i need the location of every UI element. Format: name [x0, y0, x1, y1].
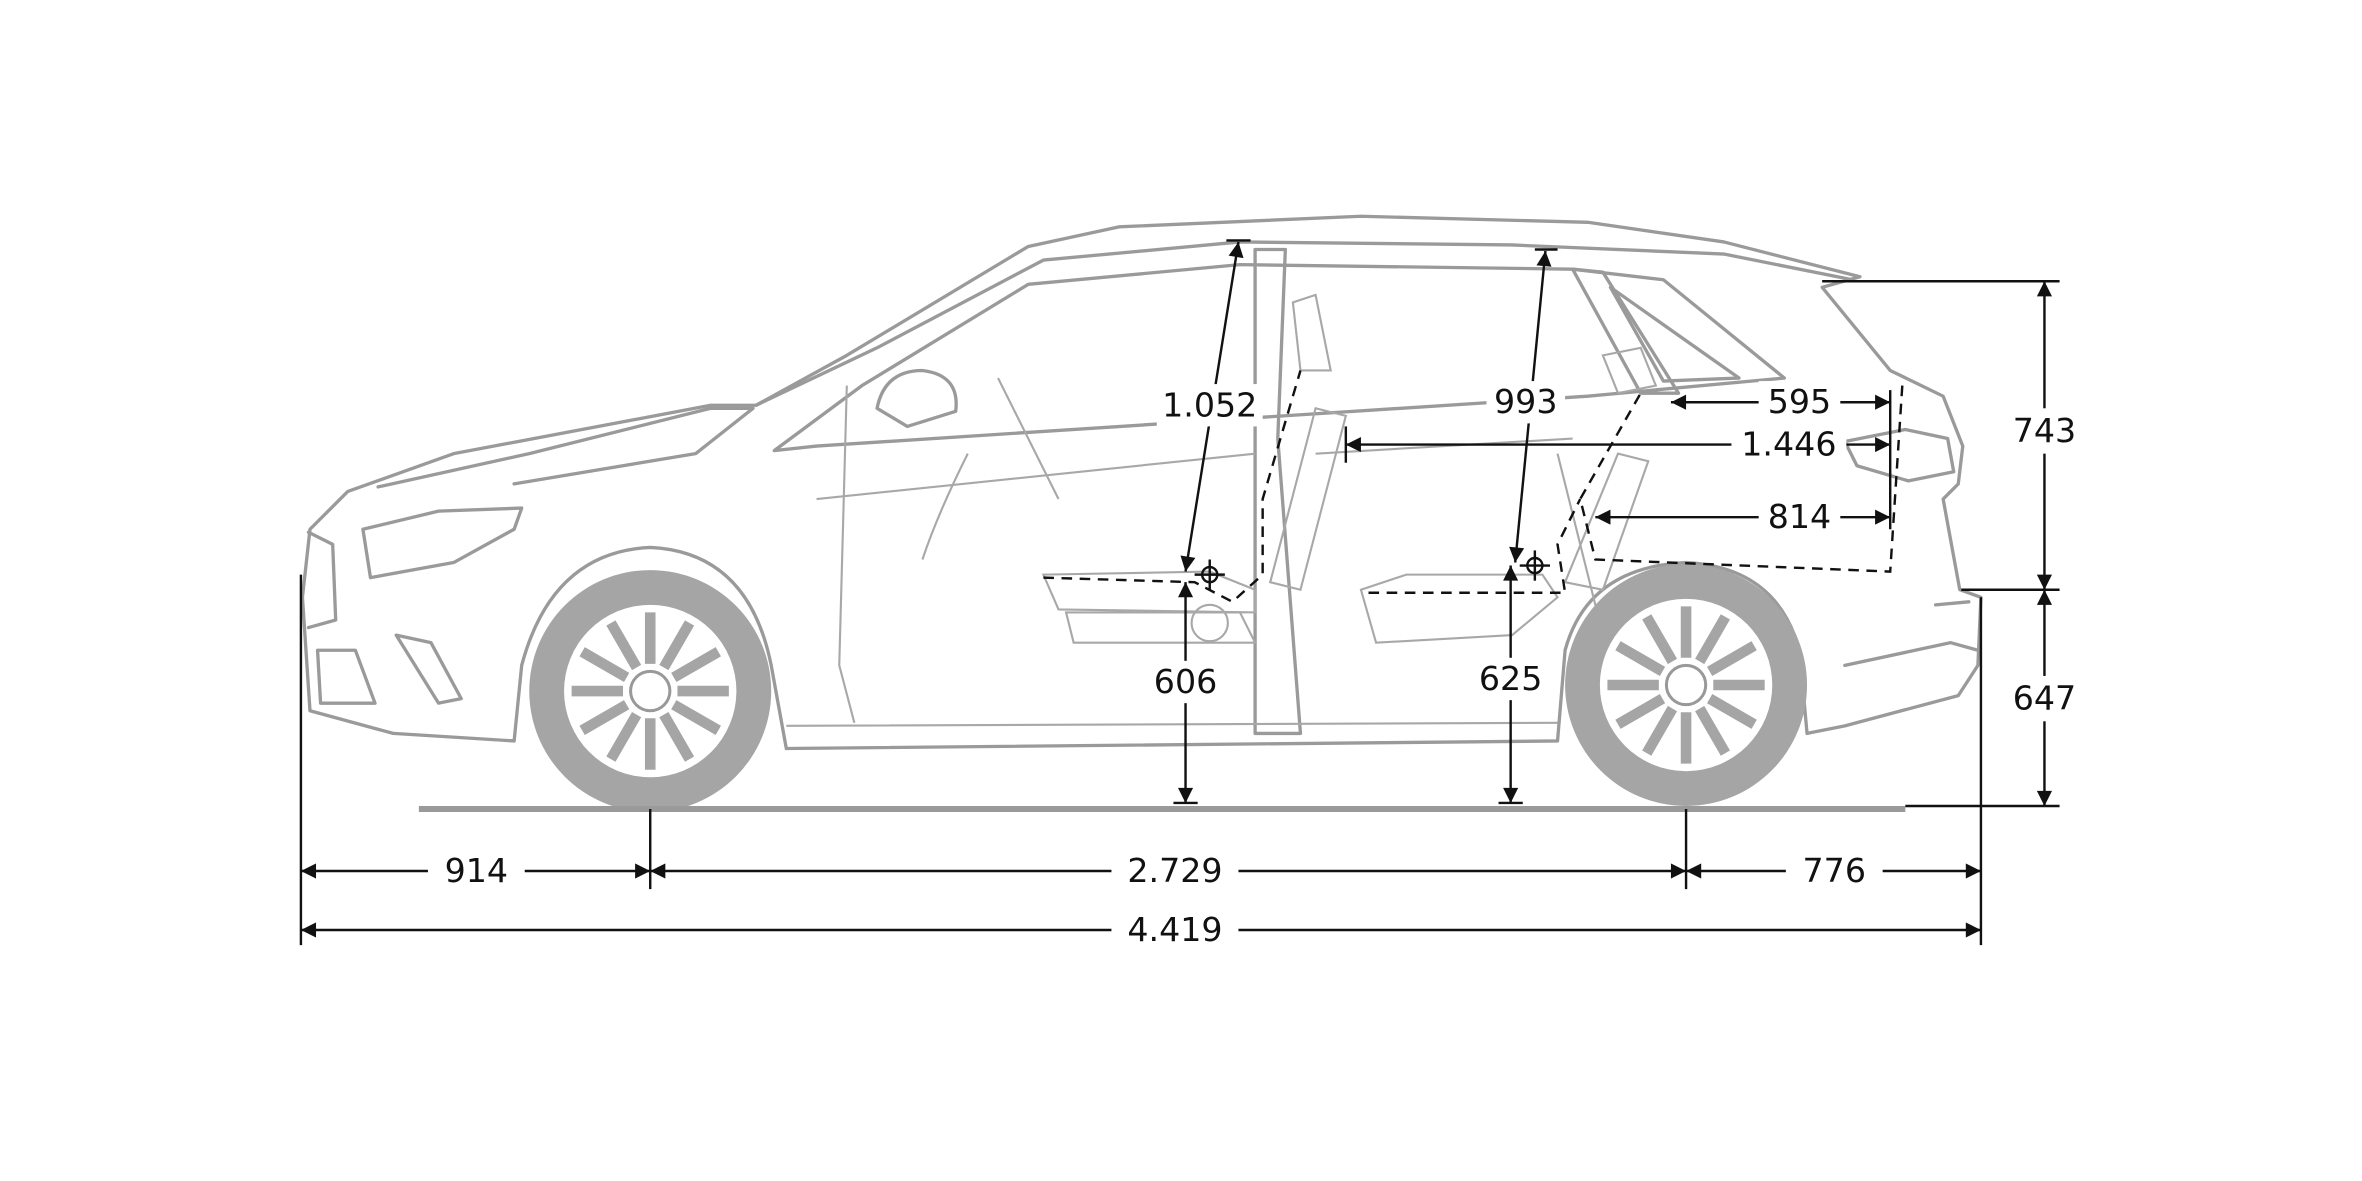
fog-light	[315, 633, 463, 705]
rear-seat-height-label: 625	[1479, 659, 1542, 698]
extension-lines	[299, 239, 2060, 946]
loading-sill-height-label: 647	[2013, 679, 2076, 718]
taillight	[1843, 427, 1956, 483]
cargo-length-folded-label: 1.446	[1741, 425, 1836, 464]
steering-wheel	[921, 377, 1060, 560]
rear-window	[1608, 285, 1741, 383]
wheel-spoke	[671, 700, 721, 735]
cargo-height-label: 743	[2013, 411, 2076, 450]
dimension-labels: 914 2.729 776 4.419 743 647 606 625 1.05…	[427, 381, 2084, 952]
wheel-spoke	[1642, 705, 1678, 756]
front-overhang-label: 914	[445, 851, 508, 890]
rear-bumper	[1843, 600, 1980, 668]
vehicle-side-view	[300, 214, 1983, 813]
wheel-spoke	[1706, 694, 1757, 729]
front-grille	[306, 530, 338, 630]
wheel-spoke	[659, 711, 695, 762]
wheel-spoke	[671, 647, 721, 683]
cargo-top-length-label: 595	[1768, 382, 1831, 421]
wheel-spoke	[606, 711, 642, 762]
front-wheel	[529, 570, 772, 813]
mirror	[875, 368, 958, 429]
overall-length-label: 4.419	[1127, 910, 1222, 949]
front-seat-reference	[1043, 370, 1302, 604]
rear-seat	[1359, 346, 1658, 644]
wheel-spoke	[659, 620, 695, 671]
h-point-rear	[1519, 550, 1550, 581]
front-headroom-label: 1.052	[1162, 385, 1257, 424]
h-point-front	[1194, 559, 1225, 590]
wheel-spoke	[1615, 641, 1666, 676]
front-seat-height-label: 606	[1154, 662, 1217, 701]
wheel-spoke	[1695, 614, 1730, 665]
wheel-spoke	[579, 647, 630, 683]
wheel-spoke	[1615, 694, 1666, 729]
cargo-length-label: 814	[1768, 497, 1831, 536]
rear-overhang-label: 776	[1803, 851, 1866, 890]
hood-line	[376, 406, 755, 489]
wheel-spoke	[1642, 614, 1678, 665]
c-pillar	[1570, 267, 1681, 395]
wheel-spoke	[1695, 705, 1730, 756]
wheel-spoke	[1706, 641, 1757, 676]
cargo-outline	[1578, 385, 1904, 573]
wheelbase-label: 2.729	[1127, 851, 1222, 890]
front-seat	[1041, 293, 1348, 644]
seat-adjuster	[1190, 603, 1229, 643]
wheel-spoke	[579, 700, 630, 735]
rear-headroom-label: 993	[1494, 382, 1557, 421]
rear-wheel	[1565, 564, 1808, 806]
rear-seat-reference	[1368, 498, 1582, 594]
headlight	[361, 506, 524, 580]
wheel-spoke	[606, 620, 642, 671]
